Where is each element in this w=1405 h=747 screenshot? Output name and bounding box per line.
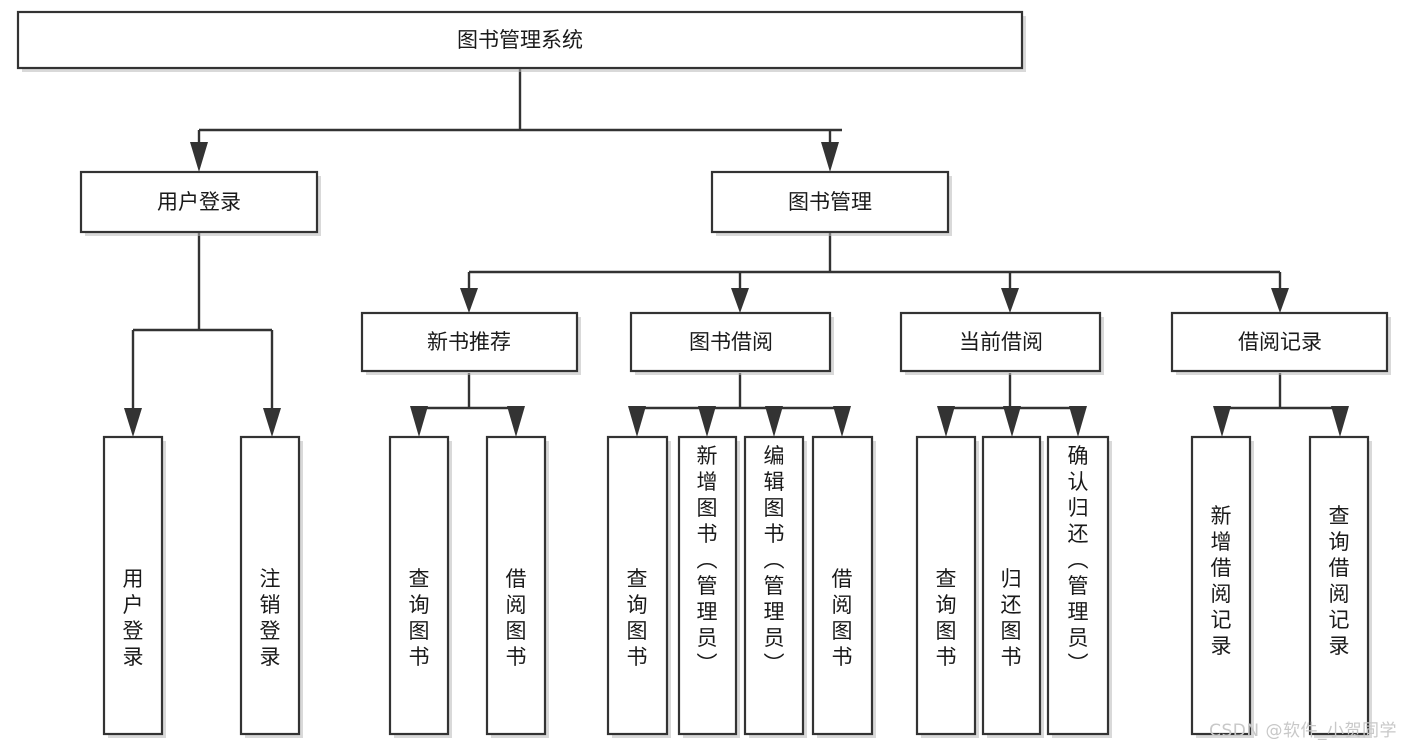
leaf-borrow-book-1[interactable]: 借阅图书 (485, 435, 549, 738)
arrow-leaf-query-book-3 (937, 406, 955, 437)
leaf-query-book-2[interactable]: 查询图书 (606, 435, 671, 738)
borrow-record-box (1170, 311, 1389, 373)
arrow-leaf-confirm-return (1069, 406, 1087, 437)
leaf-confirm-return-label: 确认归还︵管理员︶ (1068, 444, 1089, 676)
leaf-edit-book[interactable]: 编辑图书︵管理员︶ (743, 435, 807, 738)
leaf-query-book-3[interactable]: 查询图书 (915, 435, 979, 738)
leaf-user-logout[interactable]: 注销登录 (239, 435, 303, 738)
arrow-to-borrow-record (1271, 288, 1289, 313)
arrow-leaf-user-login (124, 408, 142, 437)
leaf-query-book-2-label: 查询图书 (627, 567, 648, 669)
node-root[interactable]: 图书管理系统 (16, 10, 1026, 72)
book-manage-box (710, 170, 950, 234)
new-book-recommend-box (360, 311, 579, 373)
arrow-to-current-borrow (1001, 288, 1019, 313)
user-login-box (79, 170, 319, 234)
arrow-leaf-query-record (1331, 406, 1349, 437)
current-borrow-label: 当前借阅 (959, 330, 1043, 354)
arrow-leaf-query-book-2 (628, 406, 646, 437)
leaf-query-book-3-box (915, 435, 977, 736)
arrow-leaf-user-logout (263, 408, 281, 437)
user-login-label: 用户登录 (157, 190, 241, 214)
node-borrow-record[interactable]: 借阅记录 (1170, 311, 1391, 375)
arrow-leaf-return-book (1003, 406, 1021, 437)
arrow-leaf-query-book-1 (410, 406, 428, 437)
leaf-query-book-1-label: 查询图书 (409, 567, 430, 669)
leaf-edit-book-box (743, 435, 805, 736)
leaf-add-record-label: 新增借阅记录 (1211, 504, 1232, 658)
leaf-query-book-1-box (388, 435, 450, 736)
leaf-return-book[interactable]: 归还图书 (981, 435, 1044, 738)
leaf-add-book-label: 新增图书︵管理员︶ (697, 444, 718, 676)
borrow-record-label: 借阅记录 (1238, 330, 1322, 354)
leaf-borrow-book-1-label: 借阅图书 (506, 567, 527, 669)
leaf-query-record-box (1308, 435, 1370, 736)
new-book-recommend-label: 新书推荐 (427, 330, 511, 354)
arrow-to-book-borrow (731, 288, 749, 313)
leaf-user-logout-label: 注销登录 (260, 567, 281, 669)
arrow-leaf-borrow-book-1 (507, 406, 525, 437)
leaf-query-book-2-box (606, 435, 669, 736)
leaf-confirm-return[interactable]: 确认归还︵管理员︶ (1046, 435, 1112, 738)
leaf-return-book-box (981, 435, 1042, 736)
edge-layer (124, 68, 1349, 437)
node-book-manage[interactable]: 图书管理 (710, 170, 952, 236)
current-borrow-box (899, 311, 1102, 373)
book-borrow-box (629, 311, 832, 373)
leaf-query-book-1[interactable]: 查询图书 (388, 435, 452, 738)
node-current-borrow[interactable]: 当前借阅 (899, 311, 1104, 375)
node-new-book-recommend[interactable]: 新书推荐 (360, 311, 581, 375)
arrow-to-new-book-recommend (460, 288, 478, 313)
leaf-user-login-box (102, 435, 164, 736)
node-book-borrow[interactable]: 图书借阅 (629, 311, 834, 375)
leaf-query-record[interactable]: 查询借阅记录 (1308, 435, 1372, 738)
leaf-user-logout-box (239, 435, 301, 736)
book-borrow-label: 图书借阅 (689, 330, 773, 354)
leaf-borrow-book-2-box (811, 435, 874, 736)
leaf-user-login-label: 用户登录 (123, 567, 144, 669)
node-user-login[interactable]: 用户登录 (79, 170, 321, 236)
leaf-add-book[interactable]: 新增图书︵管理员︶ (677, 435, 740, 738)
leaf-add-book-box (677, 435, 738, 736)
leaf-borrow-book-2-label: 借阅图书 (832, 567, 853, 669)
arrow-leaf-add-record (1213, 406, 1231, 437)
arrow-leaf-add-book (698, 406, 716, 437)
root-box (16, 10, 1024, 70)
root-label: 图书管理系统 (457, 28, 583, 52)
leaf-user-login[interactable]: 用户登录 (102, 435, 166, 738)
arrow-to-user-login (190, 142, 208, 172)
arrow-leaf-edit-book (765, 406, 783, 437)
leaf-add-record-box (1190, 435, 1252, 736)
leaf-query-record-label: 查询借阅记录 (1329, 504, 1350, 658)
leaf-return-book-label: 归还图书 (1001, 567, 1022, 669)
arrow-leaf-borrow-book-2 (833, 406, 851, 437)
book-manage-label: 图书管理 (788, 190, 872, 214)
arrow-to-book-manage (821, 142, 839, 172)
leaf-query-book-3-label: 查询图书 (936, 567, 957, 669)
leaf-add-record[interactable]: 新增借阅记录 (1190, 435, 1254, 738)
leaf-borrow-book-2[interactable]: 借阅图书 (811, 435, 876, 738)
leaf-borrow-book-1-box (485, 435, 547, 736)
leaf-edit-book-label: 编辑图书︵管理员︶ (764, 444, 785, 676)
leaf-confirm-return-box (1046, 435, 1110, 736)
